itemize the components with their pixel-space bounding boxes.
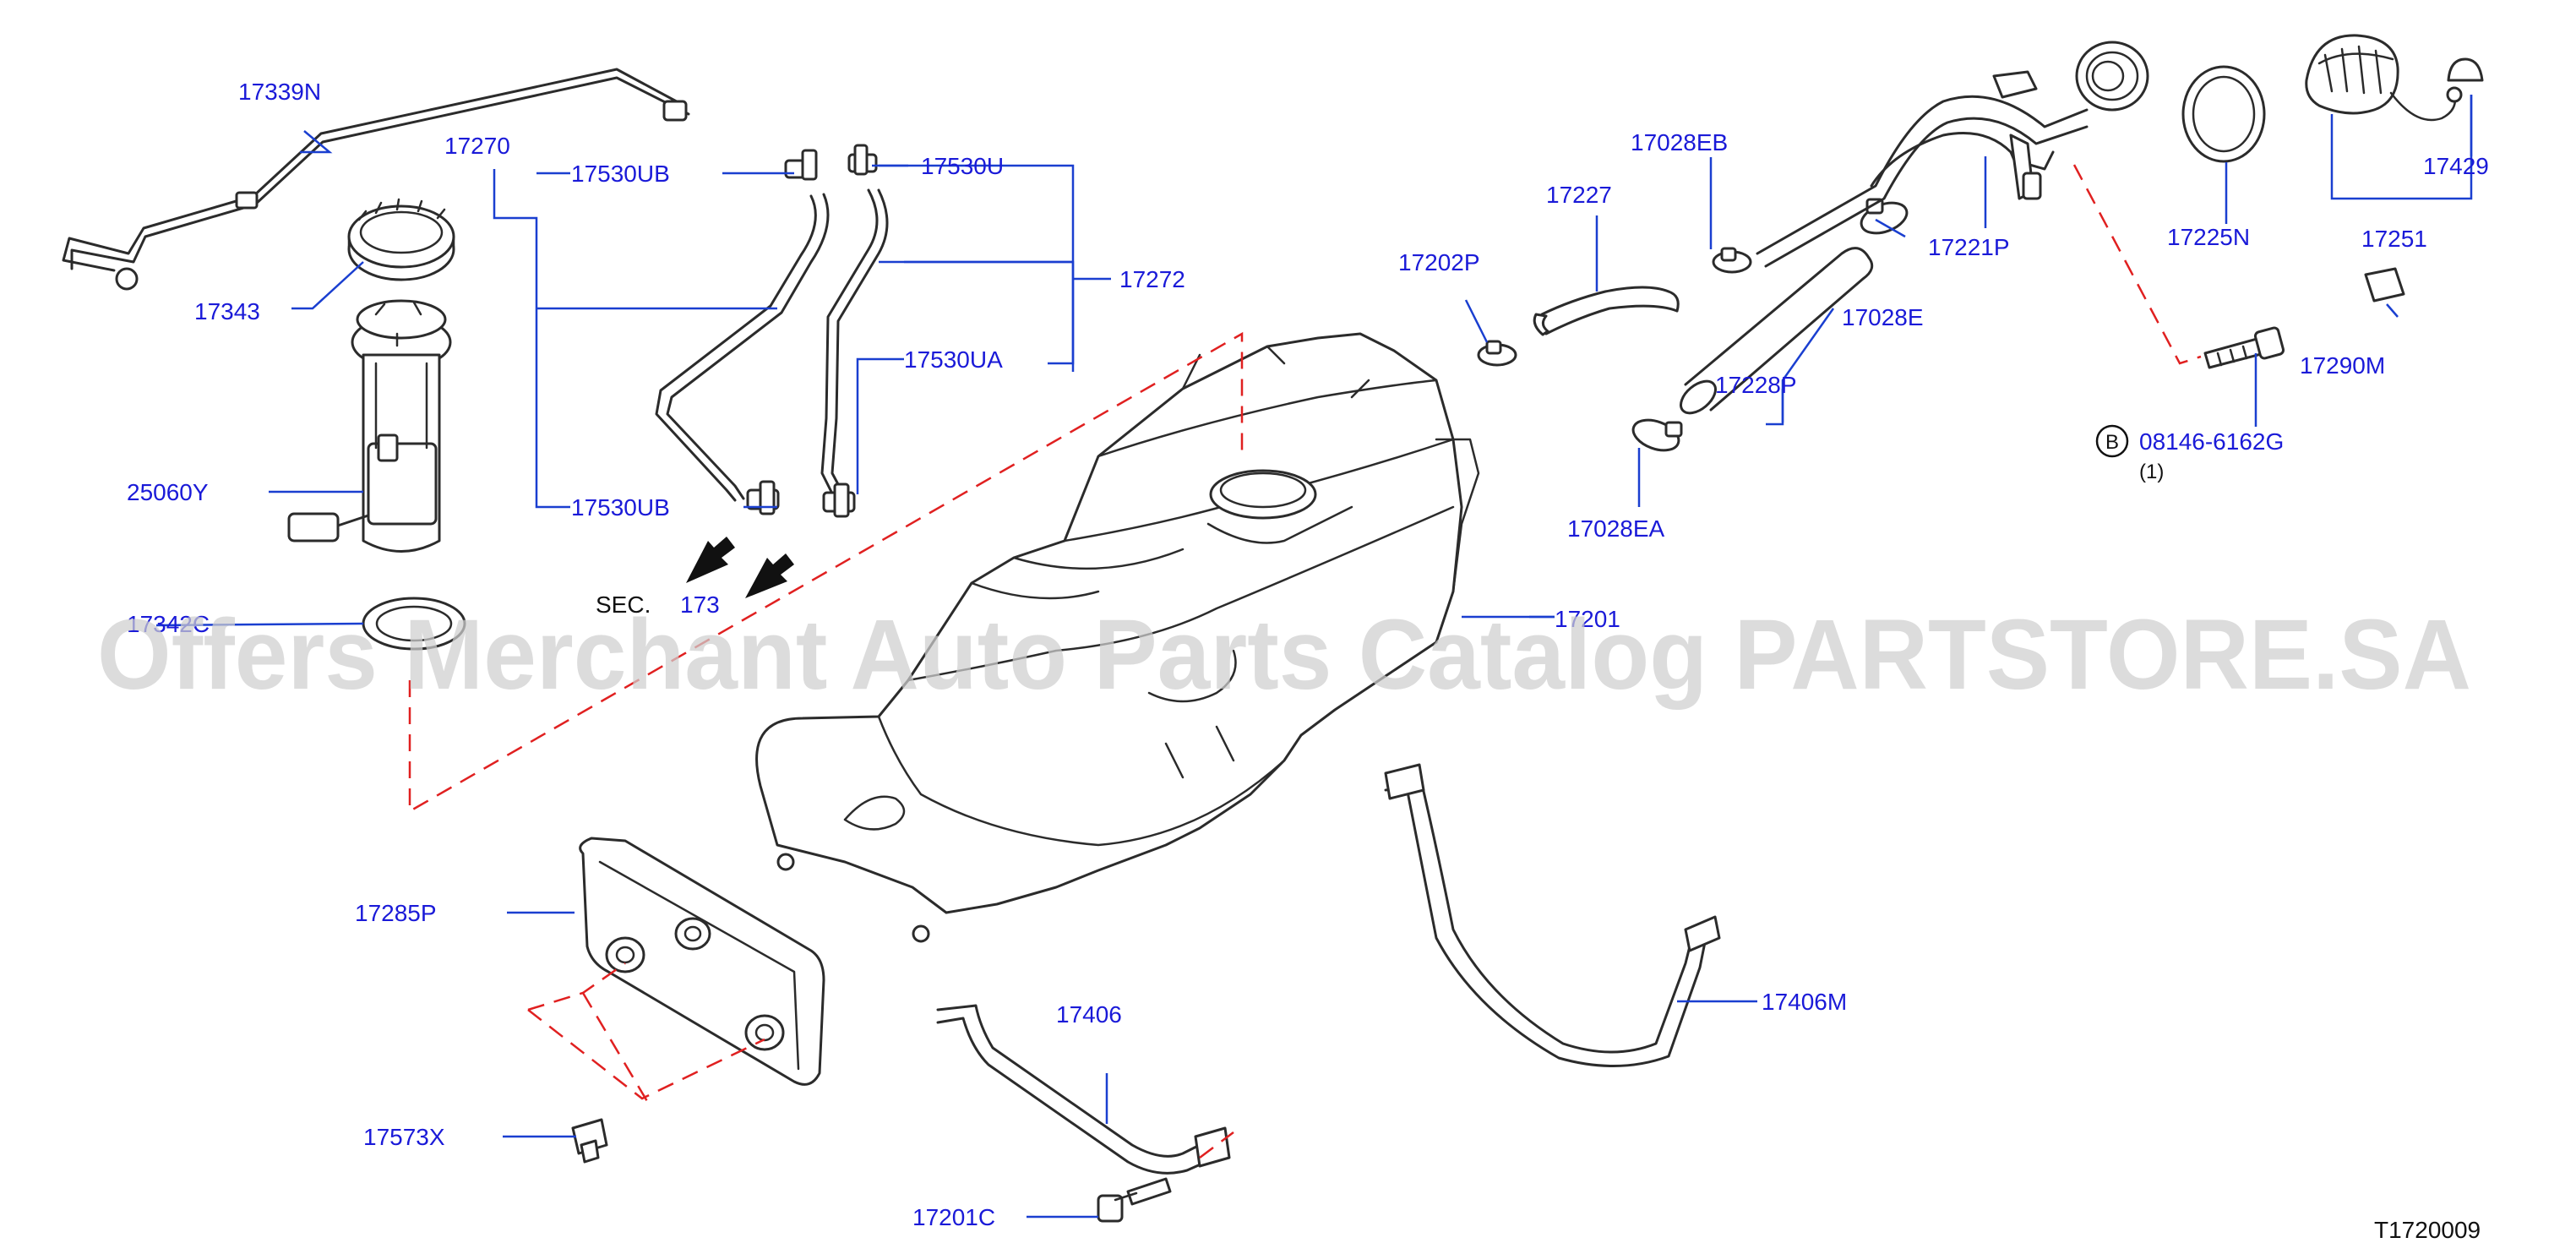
label-17201C[interactable]: 17201C	[912, 1204, 995, 1230]
clip-17530U[interactable]	[847, 144, 878, 176]
label-08146-6162G[interactable]: 08146-6162G	[2139, 428, 2284, 455]
hose-clamp-17028EA[interactable]	[1629, 414, 1683, 455]
filler-pipe-17221P[interactable]	[1756, 41, 2149, 268]
bolt-badge: B	[2095, 424, 2129, 458]
tank-band-17406[interactable]	[936, 1004, 1231, 1175]
label-17221P[interactable]: 17221P	[1928, 234, 2010, 260]
part-labels: 17339N 17343 25060Y 17342C 17270 17530UB…	[127, 79, 2489, 1243]
grommet-17429[interactable]	[2447, 57, 2484, 82]
lock-ring-17343[interactable]	[347, 198, 455, 281]
label-17343[interactable]: 17343	[194, 298, 260, 324]
label-17290M[interactable]: 17290M	[2300, 352, 2385, 379]
hose-clamp-17028EB[interactable]	[1712, 247, 1752, 274]
sec-ref-link[interactable]: 173	[680, 592, 720, 618]
clip-17530UA[interactable]	[822, 483, 856, 518]
hose-assembly-17272[interactable]	[655, 144, 889, 518]
label-17530UA[interactable]: 17530UA	[904, 346, 1003, 373]
label-17028EB[interactable]: 17028EB	[1631, 129, 1728, 155]
filler-hose-17228P[interactable]	[1675, 247, 1874, 420]
svg-text:B: B	[2105, 431, 2119, 454]
fuel-tank-17202P[interactable]	[755, 332, 1480, 943]
label-17406[interactable]: 17406	[1056, 1001, 1122, 1028]
clip-17573X[interactable]	[571, 1118, 608, 1164]
sec-text: SEC.	[596, 592, 651, 618]
label-17530UB-bottom[interactable]: 17530UB	[571, 494, 670, 521]
label-17429[interactable]: 17429	[2423, 153, 2489, 179]
bolt-08146-6162G[interactable]	[2203, 326, 2285, 369]
label-17272[interactable]: 17272	[1119, 266, 1185, 292]
label-17573X[interactable]: 17573X	[363, 1124, 445, 1150]
fuel-pump-module-25060Y[interactable]	[287, 299, 452, 553]
clip-17530UB-top[interactable]	[784, 149, 818, 181]
filler-seal-17225N[interactable]	[2181, 65, 2266, 163]
bolt-17201C[interactable]	[1097, 1177, 1172, 1223]
bolt-quantity: (1)	[2139, 461, 2164, 483]
vapor-pipe-17339N[interactable]	[62, 68, 690, 291]
heat-insulator-17285P[interactable]	[579, 837, 825, 1086]
tank-band-17406M[interactable]	[1384, 763, 1721, 1067]
label-17028EA[interactable]: 17028EA	[1567, 515, 1665, 542]
direction-arrows	[686, 537, 794, 598]
label-17530U[interactable]: 17530U	[921, 153, 1004, 179]
label-17406M[interactable]: 17406M	[1762, 989, 1847, 1015]
label-17270[interactable]: 17270	[444, 133, 510, 159]
label-17251[interactable]: 17251	[2361, 226, 2427, 252]
label-17228P[interactable]: 17228P	[1715, 372, 1797, 398]
fuel-cap-17251[interactable]	[2305, 34, 2463, 122]
diagram-id: T1720009	[2374, 1217, 2481, 1243]
label-17285P[interactable]: 17285P	[355, 900, 437, 926]
label-17227[interactable]: 17227	[1546, 182, 1612, 208]
clip-17530UB-bottom[interactable]	[746, 480, 780, 515]
label-17201[interactable]: 17201	[1555, 606, 1620, 632]
label-17202P[interactable]: 17202P	[1398, 249, 1480, 275]
watermark: Offers Merchant Auto Parts Catalog PARTS…	[97, 599, 2471, 711]
label-17339N[interactable]: 17339N	[238, 79, 321, 105]
hose-clamp-17202P[interactable]	[1477, 340, 1517, 367]
label-17290M[interactable]	[2364, 267, 2405, 303]
label-17342C[interactable]: 17342C	[127, 611, 210, 637]
label-17530UB-top[interactable]: 17530UB	[571, 161, 670, 187]
label-17028E[interactable]: 17028E	[1842, 304, 1924, 330]
hose-clamp-17028E[interactable]	[1857, 197, 1911, 238]
label-25060Y[interactable]: 25060Y	[127, 479, 209, 505]
filler-hose-17227[interactable]	[1533, 286, 1680, 336]
leader-lines	[155, 95, 2473, 1219]
reference-dashed-lines	[408, 164, 2202, 1159]
label-17225N[interactable]: 17225N	[2167, 224, 2250, 250]
